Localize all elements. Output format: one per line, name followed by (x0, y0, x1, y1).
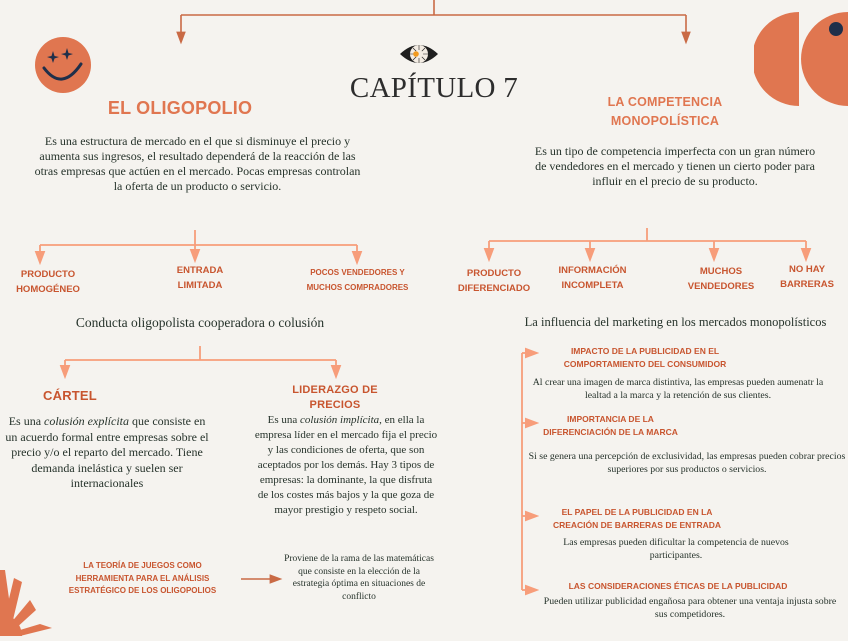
marketing-item-text: Al crear una imagen de marca distintiva,… (532, 377, 824, 401)
sunburst-icon (0, 560, 55, 641)
marketing-item-heading: LAS CONSIDERACIONES ÉTICAS DE LA PUBLICI… (568, 581, 788, 591)
liderazgo-heading: LIDERAZGO DE PRECIOS (292, 384, 378, 411)
game-theory-description: Proviene de la rama de las matemáticas q… (284, 554, 434, 602)
characteristic-no-hay-barreras: NO HAY BARRERAS (780, 264, 834, 290)
eye-daisy-icon (399, 40, 439, 68)
oligopolio-description: Es una estructura de mercado en el que s… (34, 134, 361, 193)
oligopolio-characteristics-connector (34, 230, 363, 266)
cartel-heading: CÁRTEL (43, 388, 97, 403)
marketing-item-text: Si se genera una percepción de exclusivi… (528, 451, 846, 475)
marketing-connector (521, 347, 540, 596)
root-connector (176, 0, 691, 45)
characteristic-informacion-incompleta: INFORMACIÓN INCOMPLETA (558, 265, 627, 291)
game-theory-heading: LA TEORÍA DE JUEGOS COMO HERRAMIENTA PAR… (68, 561, 217, 595)
competencia-description: Es un tipo de competencia imperfecta con… (534, 144, 816, 188)
colusion-connector (59, 346, 342, 380)
characteristic-muchos-vendedores: MUCHOS VENDEDORES (687, 266, 755, 292)
marketing-item-heading: EL PAPEL DE LA PUBLICIDAD EN LA CREACIÓN… (552, 507, 722, 530)
cartel-description: Es una colusión explícita que consiste e… (5, 414, 209, 490)
marketing-item-heading: IMPACTO DE LA PUBLICIDAD EN EL COMPORTAM… (563, 346, 727, 369)
marketing-item-text: Pueden utilizar publicidad engañosa para… (543, 596, 837, 620)
competencia-heading: LA COMPETENCIA MONOPOLÍSTICA (607, 95, 723, 128)
marketing-item-heading: IMPORTANCIA DE LA DIFERENCIACIÓN DE LA M… (543, 414, 678, 437)
characteristic-entrada-limitada: ENTRADA LIMITADA (176, 265, 224, 291)
liderazgo-description: Es una colusión implícita, en ella la em… (254, 414, 438, 516)
half-circles-icon (752, 12, 848, 106)
characteristic-pocos-vendedores: POCOS VENDEDORES Y MUCHOS COMPRADORES (306, 268, 409, 292)
competencia-characteristics-connector (483, 228, 812, 263)
marketing-item-text: Las empresas pueden dificultar la compet… (563, 537, 789, 561)
marketing-title: La influencia del marketing en los merca… (524, 315, 827, 329)
page-title: CAPÍTULO 7 (349, 72, 519, 104)
characteristic-producto-homogeneo: PRODUCTO HOMOGÉNEO (16, 269, 80, 295)
characteristic-producto-diferenciado: PRODUCTO DIFERENCIADO (457, 268, 531, 294)
oligopolio-heading: EL OLIGOPOLIO (107, 98, 253, 118)
smiley-star-eyes-icon (34, 36, 92, 94)
behavior-title: Conducta oligopolista cooperadora o colu… (75, 315, 325, 330)
